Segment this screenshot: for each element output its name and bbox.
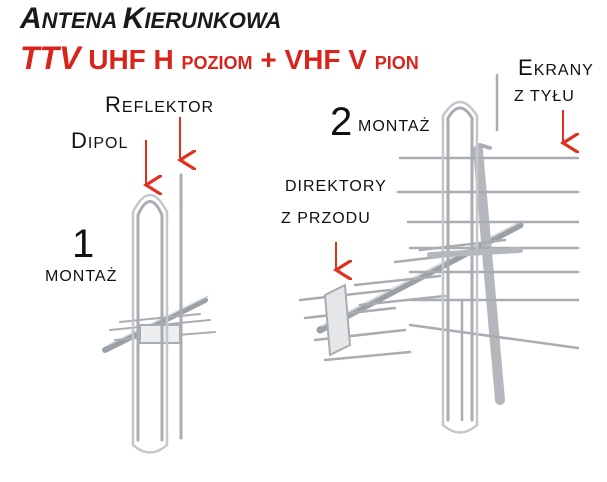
montaz-1-number: 1 <box>72 222 95 266</box>
annotation-arrows <box>146 110 563 270</box>
antenna-2 <box>298 73 580 434</box>
brand-name: TTV <box>20 40 81 76</box>
ekrany-label: EKRANY <box>518 55 594 80</box>
montaz-2-number: 2 <box>330 100 353 144</box>
montaz-1-label: MONTAŻ <box>45 268 118 285</box>
direktory-label: DIREKTORY <box>285 178 387 195</box>
reflektor-label: REFLEKTOR <box>105 92 215 117</box>
direktory-sub-label: Z PRZODU <box>281 210 371 227</box>
antenna-1 <box>102 173 216 454</box>
dipol-label: DIPOL <box>71 128 129 153</box>
title-line-1: ANTENA KIERUNKOWA <box>20 2 282 35</box>
title-line-2: TTV UHF H POZIOM + VHF V PION <box>20 40 419 76</box>
ekrany-sub-label: Z TYŁU <box>514 88 575 105</box>
montaz-2-label: MONTAŻ <box>358 118 431 135</box>
